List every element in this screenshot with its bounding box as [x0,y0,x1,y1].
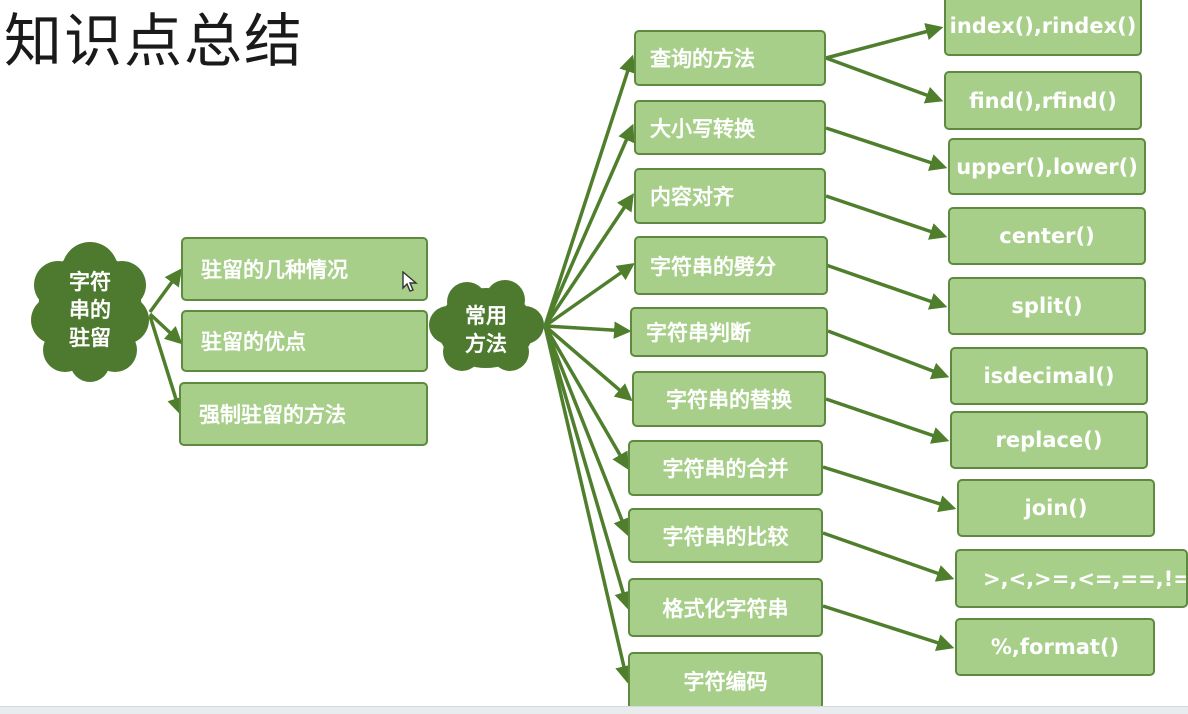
arrow-hub-2 [543,123,635,327]
arrow-fn-1 [825,23,944,60]
arrow-hub-1 [543,54,636,327]
method-format: 格式化字符串 [628,578,823,637]
arrow-fn-3 [825,126,948,171]
fn-index-rindex: index(),rindex() [944,0,1142,56]
arrow-fn-9 [822,531,955,582]
method-alignment: 内容对齐 [634,168,826,224]
arrow-hub-5 [544,321,632,339]
method-query: 查询的方法 [634,30,826,86]
arrow-fn-2 [825,56,944,104]
fn-replace: replace() [950,411,1148,469]
method-compare: 字符串的比较 [628,508,823,563]
arrow-root-3 [148,315,185,416]
root-child-interning-cases: 驻留的几种情况 [181,237,428,301]
arrow-hub-10 [543,325,633,684]
page-title: 知识点总结 [4,7,305,75]
bottom-strip [0,706,1188,714]
method-split: 字符串的劈分 [634,236,828,295]
method-encoding: 字符编码 [628,652,823,710]
hub-cloud [429,280,544,371]
arrow-fn-10 [822,604,955,652]
fn-percent-format: %,format() [955,618,1155,676]
method-replace: 字符串的替换 [632,371,826,427]
mouse-pointer-icon [402,271,418,292]
arrow-hub-9 [543,325,632,610]
arrow-root-1 [148,268,183,314]
root-child-forced-interning: 强制驻留的方法 [179,382,428,446]
fn-center: center() [948,207,1146,265]
arrow-fn-4 [825,194,948,240]
method-check: 字符串判断 [630,307,828,357]
arrow-root-2 [148,312,183,345]
fn-upper-lower: upper(),lower() [948,138,1146,195]
hub-label: 常用 方法 [465,304,507,356]
fn-join: join() [957,479,1155,537]
arrow-fn-5 [825,263,948,310]
method-join: 字符串的合并 [628,440,823,496]
arrow-hub-7 [543,325,629,471]
arrow-hub-8 [543,325,630,537]
root-label: 字符 串的 驻留 [69,270,111,350]
root-child-interning-advantages: 驻留的优点 [181,310,428,372]
arrow-fn-8 [822,465,957,513]
fn-split: split() [948,277,1146,335]
arrow-hub-3 [543,193,634,327]
fn-find-rfind: find(),rfind() [944,71,1142,130]
fn-isdecimal: isdecimal() [950,347,1148,405]
method-case-conversion: 大小写转换 [634,100,826,155]
arrow-hub-6 [543,324,633,402]
arrow-fn-7 [825,397,950,444]
arrow-hub-4 [543,262,635,328]
fn-comparison-operators: >,<,>=,<=,==,!= [955,549,1188,608]
arrow-fn-6 [827,329,950,380]
root-cloud [31,242,149,382]
